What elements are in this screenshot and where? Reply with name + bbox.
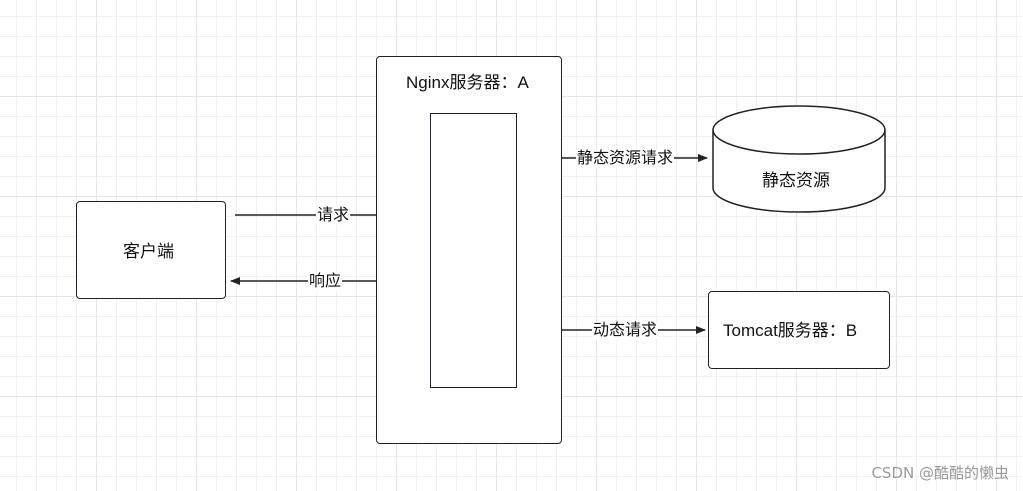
client-label: 客户端 [123,242,174,261]
static-request-edge-label: 静态资源请求 [576,150,675,168]
nginx-server-label: Nginx服务器：A [406,73,529,92]
nginx-inner-block[interactable] [430,113,517,388]
csdn-watermark: CSDN @酷酷的懒虫 [871,464,1009,482]
static-resource-label: 静态资源 [762,171,830,190]
tomcat-server-node[interactable] [708,291,890,369]
dynamic-request-edge-label: 动态请求 [592,322,659,340]
tomcat-server-label: Tomcat服务器：B [723,321,858,340]
client-node[interactable] [76,201,226,299]
static-resource-cylinder[interactable] [711,104,887,216]
request-edge-label: 请求 [316,207,351,225]
response-edge-label: 响应 [308,273,343,291]
